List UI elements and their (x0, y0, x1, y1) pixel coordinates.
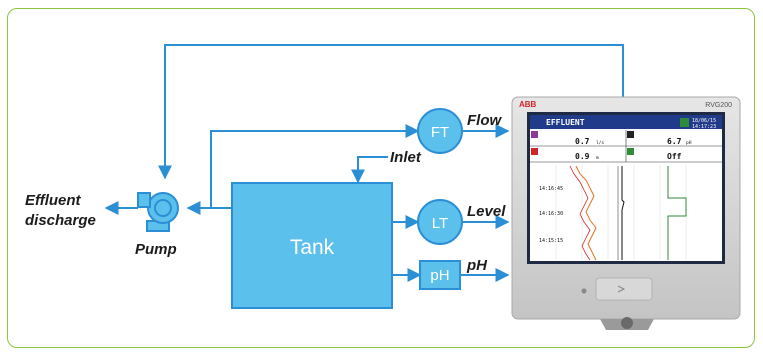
reading-value: 6.7 (667, 137, 682, 146)
ft-label: FT (431, 124, 449, 141)
control-signal-line (158, 44, 624, 180)
ph-label: pH (466, 257, 488, 274)
reading-unit: l/s (596, 140, 604, 146)
effluent-label: Effluent (25, 192, 82, 209)
recorder-device: ABB RVG200 EFFLUENT 18/06/15 14:17:23 0.… (511, 96, 741, 330)
flow-transmitter: FT (417, 108, 463, 154)
pump-label: Pump (135, 241, 177, 258)
trend-orange (575, 165, 597, 261)
lt-label: LT (432, 215, 448, 232)
recorder-model: RVG200 (705, 102, 732, 109)
trend-black (621, 166, 625, 260)
inlet-line (351, 156, 388, 184)
recorder-title: EFFLUENT (546, 118, 585, 127)
chart-time: 14:16:30 (539, 211, 563, 217)
tank: Tank (231, 182, 393, 309)
tank-label: Tank (290, 236, 335, 259)
trend-green (667, 166, 687, 260)
level-label: Level (467, 203, 506, 220)
recorder-button (581, 288, 587, 294)
ph-sensor: pH (419, 260, 461, 290)
reading-value: 0.9 (575, 152, 590, 161)
diagram-frame (7, 8, 755, 348)
flow-label: Flow (467, 112, 502, 129)
chart-time: 14:16:45 (539, 186, 563, 192)
reading-value: Off (667, 152, 682, 161)
reading-unit: m (596, 156, 599, 161)
trend-red (569, 165, 591, 261)
flow-branch-line (210, 124, 420, 208)
reading-value: 0.7 (575, 137, 590, 146)
recorder-brand: ABB (519, 100, 537, 109)
ph-sensor-label: pH (430, 267, 449, 284)
inlet-label: Inlet (390, 149, 422, 166)
recorder-date: 18/06/15 (692, 118, 716, 124)
reading-unit: pH (686, 140, 692, 146)
chart-time: 14:15:15 (539, 238, 563, 244)
recorder-time: 14:17:23 (692, 124, 716, 130)
pump-icon (137, 192, 179, 232)
level-transmitter: LT (417, 199, 463, 245)
discharge-label: discharge (25, 212, 96, 229)
